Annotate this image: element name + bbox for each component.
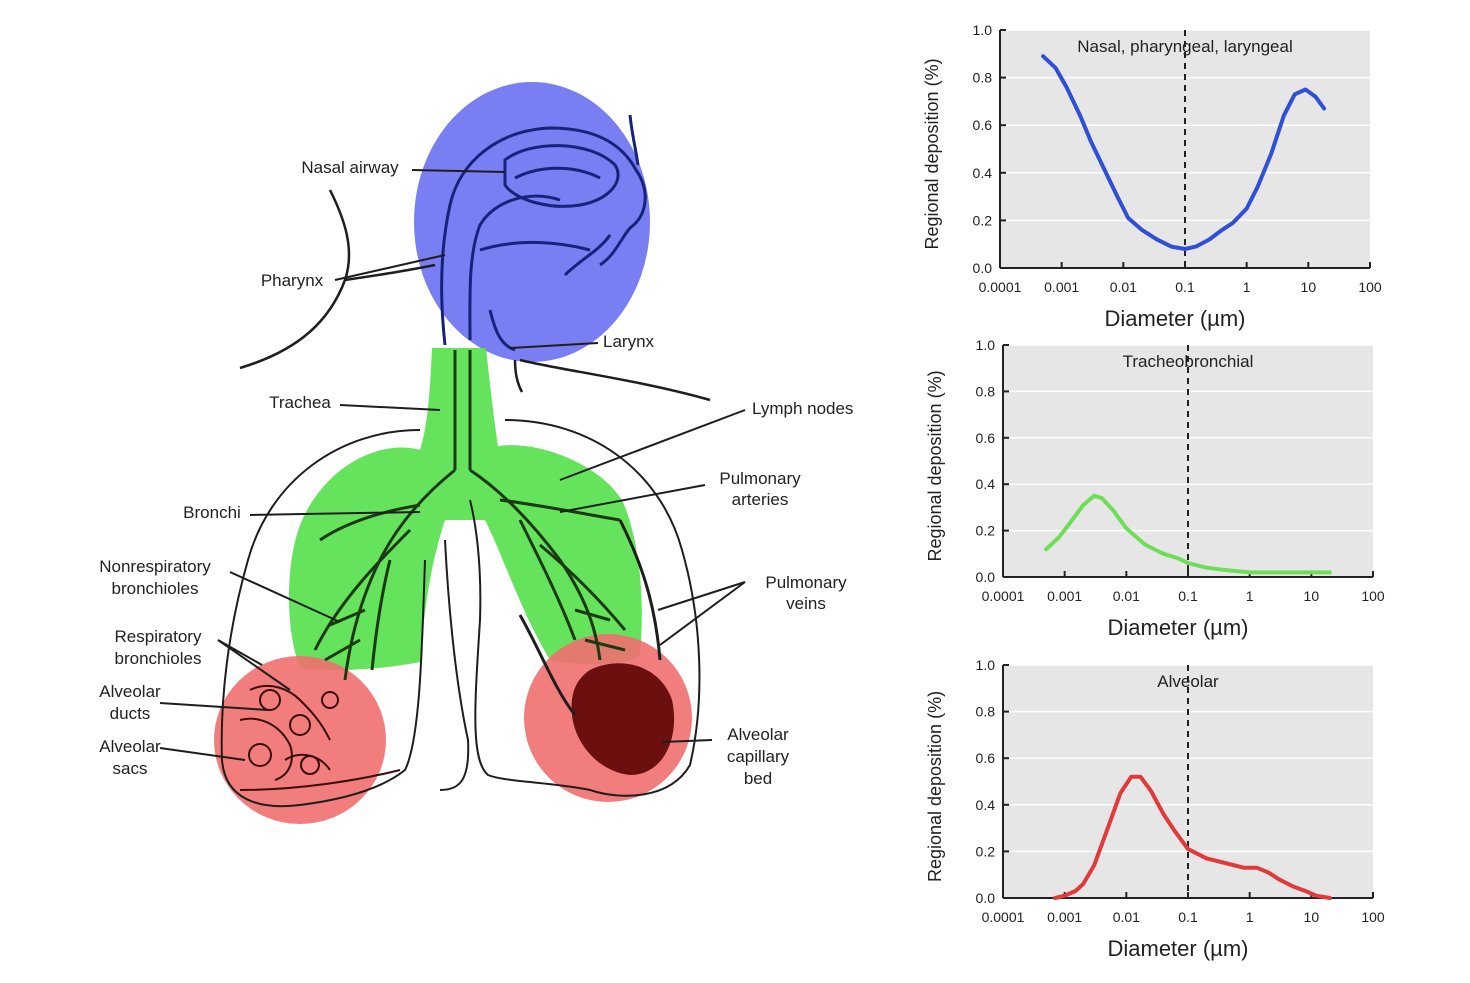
label-alveolar-ducts-1: Alveolar xyxy=(99,682,161,701)
x-tick-label: 0.1 xyxy=(1178,909,1198,925)
head-airways-region xyxy=(414,82,650,362)
y-tick-label: 0.8 xyxy=(976,704,996,720)
x-tick-label: 1 xyxy=(1243,279,1251,295)
y-tick-label: 0.6 xyxy=(973,117,993,133)
label-larynx: Larynx xyxy=(603,332,655,351)
label-respiratory-bronchioles-1: Respiratory xyxy=(115,627,202,646)
x-tick-label: 100 xyxy=(1361,588,1385,604)
x-tick-label: 0.01 xyxy=(1110,279,1137,295)
y-tick-label: 0.6 xyxy=(976,750,996,766)
x-tick-label: 1 xyxy=(1246,909,1254,925)
label-pharynx: Pharynx xyxy=(261,271,324,290)
x-tick-label: 0.001 xyxy=(1047,909,1082,925)
label-pulmonary-arteries-1: Pulmonary xyxy=(719,469,801,488)
tracheobronchial-region xyxy=(289,348,642,670)
label-alveolar-capillary-bed-3: bed xyxy=(744,769,772,788)
y-tick-label: 0.2 xyxy=(976,523,996,539)
chart-title: Alveolar xyxy=(1157,672,1219,691)
chart-title: Tracheobronchial xyxy=(1123,352,1254,371)
respiratory-tract-diagram: Nasal airway Pharynx Larynx Trachea Lymp… xyxy=(99,82,853,824)
label-bronchi: Bronchi xyxy=(183,503,241,522)
label-alveolar-capillary-bed-2: capillary xyxy=(727,747,790,766)
deposition-charts: 0.00010.0010.010.11101000.00.20.40.60.81… xyxy=(922,22,1385,961)
label-nasal-airway: Nasal airway xyxy=(301,158,399,177)
y-tick-label: 0.2 xyxy=(973,212,993,228)
label-pulmonary-veins-1: Pulmonary xyxy=(765,573,847,592)
label-alveolar-ducts-2: ducts xyxy=(110,704,151,723)
label-lymph-nodes: Lymph nodes xyxy=(752,399,853,418)
chart-panel-2: 0.0001 0.001 0.01 0.1 1 10 100 0.0 0.2 0.4 0.6 0.8 1… xyxy=(925,337,1385,640)
x-axis-label: Diameter (µm) xyxy=(1107,936,1248,961)
y-tick-label: 0.4 xyxy=(973,165,993,181)
label-pulmonary-veins-2: veins xyxy=(786,594,826,613)
chart-panel-1: 0.0001 0.001 0.01 0.1 1 10 100 0.0 0.2 0.4 0.6 0.8 1… xyxy=(922,22,1382,331)
y-tick-label: 0.6 xyxy=(976,430,996,446)
y-axis-label: Regional deposition (%) xyxy=(922,58,942,249)
y-tick-label: 0.0 xyxy=(973,260,993,276)
y-tick-label: 1.0 xyxy=(976,337,996,353)
label-trachea: Trachea xyxy=(269,393,331,412)
x-tick-label: 100 xyxy=(1358,279,1382,295)
x-tick-label: 0.0001 xyxy=(979,279,1022,295)
chart-panel-3: 0.0001 0.001 0.01 0.1 1 10 100 0.0 0.2 0.4 0.6 0.8 1… xyxy=(925,657,1385,961)
label-nonrespiratory-bronchioles-1: Nonrespiratory xyxy=(99,557,211,576)
y-tick-label: 0.4 xyxy=(976,476,996,492)
y-tick-label: 0.0 xyxy=(976,569,996,585)
label-alveolar-capillary-bed-1: Alveolar xyxy=(727,725,789,744)
y-axis-label: Regional deposition (%) xyxy=(925,691,945,882)
x-tick-label: 10 xyxy=(1304,909,1320,925)
x-tick-label: 0.0001 xyxy=(982,588,1025,604)
y-tick-label: 0.4 xyxy=(976,797,996,813)
y-tick-label: 0.8 xyxy=(973,70,993,86)
x-tick-label: 0.001 xyxy=(1044,279,1079,295)
label-respiratory-bronchioles-2: bronchioles xyxy=(115,649,202,668)
y-tick-label: 0.8 xyxy=(976,383,996,399)
y-axis-label: Regional deposition (%) xyxy=(925,370,945,561)
y-tick-label: 0.0 xyxy=(976,890,996,906)
left-alveolar-region xyxy=(214,656,386,824)
label-nonrespiratory-bronchioles-2: bronchioles xyxy=(112,579,199,598)
chart-title: Nasal, pharyngeal, laryngeal xyxy=(1077,37,1292,56)
x-axis-label: Diameter (µm) xyxy=(1107,615,1248,640)
y-tick-label: 1.0 xyxy=(976,657,996,673)
y-tick-label: 1.0 xyxy=(973,22,993,38)
x-axis-label: Diameter (µm) xyxy=(1104,306,1245,331)
y-tick-label: 0.2 xyxy=(976,843,996,859)
x-tick-label: 0.01 xyxy=(1113,909,1140,925)
x-tick-label: 10 xyxy=(1304,588,1320,604)
x-tick-label: 10 xyxy=(1301,279,1317,295)
label-alveolar-sacs-2: sacs xyxy=(113,759,148,778)
label-pulmonary-arteries-2: arteries xyxy=(732,490,789,509)
x-tick-label: 100 xyxy=(1361,909,1385,925)
x-tick-label: 1 xyxy=(1246,588,1254,604)
x-tick-label: 0.01 xyxy=(1113,588,1140,604)
x-tick-label: 0.0001 xyxy=(982,909,1025,925)
x-tick-label: 0.1 xyxy=(1175,279,1195,295)
x-tick-label: 0.1 xyxy=(1178,588,1198,604)
label-alveolar-sacs-1: Alveolar xyxy=(99,737,161,756)
x-tick-label: 0.001 xyxy=(1047,588,1082,604)
